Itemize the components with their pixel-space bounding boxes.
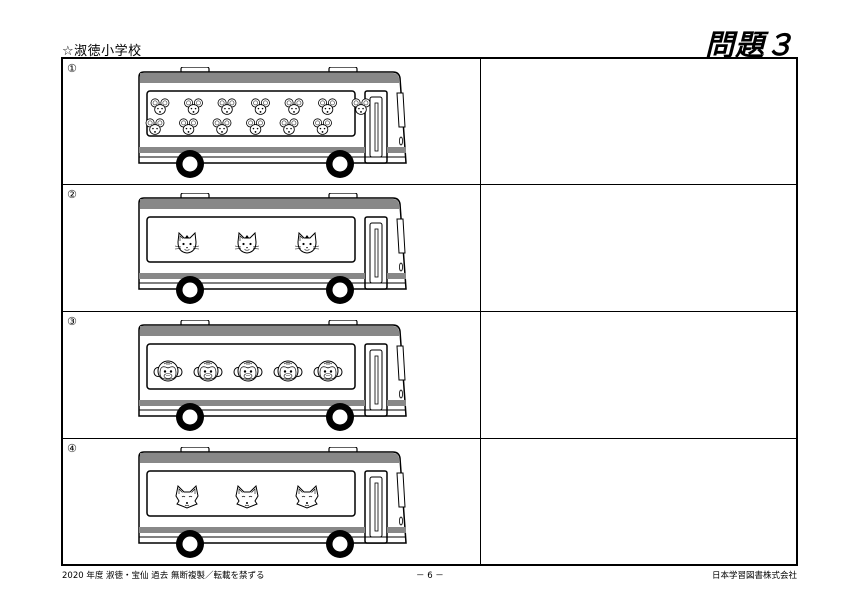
mouse-icon [279,118,299,135]
bus-illustration [135,446,411,563]
school-name: ☆淑徳小学校 [62,44,142,59]
answer-area-4[interactable] [481,439,796,564]
question-number: ① [67,62,77,75]
fox-icon [175,484,199,509]
mouse-icon [246,118,265,135]
footer-copyright: 2020 年度 淑徳・宝仙 過去 無断複製／転載を禁ずる [62,571,265,581]
monkey-icon [193,360,223,382]
monkey-icon [313,360,343,382]
mouse-icon [217,98,237,115]
answer-area-2[interactable] [481,185,796,311]
question-number: ② [67,188,77,201]
answer-area-1[interactable] [481,59,796,184]
mouse-icon [313,118,332,135]
mouse-icon [351,98,371,115]
mouse-icon [184,98,203,115]
cat-icon [294,231,320,254]
monkey-icon [233,360,263,382]
bus-cell-3: ③ [63,312,481,438]
bus-illustration [135,192,411,309]
mouse-icon [145,118,165,135]
page-number: － 6 － [416,571,444,581]
mouse-icon [179,118,198,135]
question-row-2: ② [63,185,796,312]
monkey-icon [153,360,183,382]
mouse-icon [318,98,337,115]
mouse-icon [284,98,304,115]
bus-illustration [135,319,411,436]
question-row-3: ③ [63,312,796,439]
bus-illustration [135,66,411,183]
mouse-icon [150,98,170,115]
bus-cell-1: ① [63,59,481,184]
monkey-icon [273,360,303,382]
mouse-icon [212,118,232,135]
question-row-1: ① [63,59,796,185]
mouse-icon [251,98,270,115]
worksheet: ① [61,57,798,566]
answer-area-3[interactable] [481,312,796,438]
question-number: ③ [67,315,77,328]
question-number: ④ [67,442,77,455]
fox-icon [235,484,259,509]
bus-cell-4: ④ [63,439,481,564]
fox-icon [295,484,319,509]
bus-cell-2: ② [63,185,481,311]
problem-title: 問題３ [704,28,795,62]
cat-icon [174,231,200,254]
publisher: 日本学習図書株式会社 [711,571,797,581]
cat-icon [234,231,260,254]
question-row-4: ④ [63,439,796,564]
